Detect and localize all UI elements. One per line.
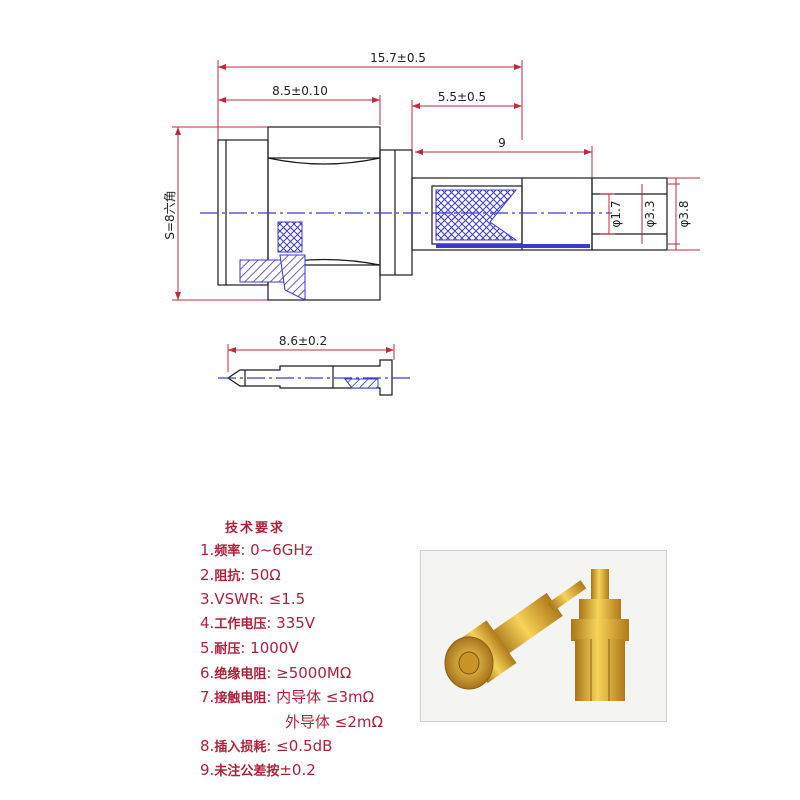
dim-crimp-offset: 5.5±0.5	[411, 90, 522, 180]
dim-crimp-length-label: 9	[498, 136, 506, 150]
dim-total-length-label: 15.7±0.5	[370, 51, 426, 65]
spec-item: 9.未注公差按±0.2	[200, 761, 316, 780]
dim-crimp-offset-label: 5.5±0.5	[438, 90, 486, 104]
insulator-section	[277, 221, 303, 253]
dim-inner-diameter-label: φ1.7	[609, 201, 623, 228]
dim-body-length: 8.5±0.10	[218, 84, 381, 125]
dim-pin-length-label: 8.6±0.2	[279, 334, 327, 348]
spec-item: 2.阻抗: 50Ω	[200, 565, 281, 584]
spec-item: 7.接触电阻: 内导体 ≤3mΩ	[200, 688, 375, 707]
spec-list: 1.频率: 0~6GHz 2.阻抗: 50Ω 3.VSWR: ≤1.5 4.工作…	[200, 539, 383, 784]
technical-drawing: 15.7±0.5 8.5±0.10 5.5±0.5 9 S=8六角	[163, 51, 700, 396]
spec-title: 技术要求	[225, 521, 286, 536]
dim-pin-length: 8.6±0.2	[227, 334, 395, 372]
connector-photo-illustration	[444, 569, 629, 701]
dim-hex-size-label: S=8六角	[163, 190, 177, 239]
nut-section	[279, 254, 306, 301]
spec-item: 1.频率: 0~6GHz	[200, 541, 313, 559]
dim-body-length-label: 8.5±0.10	[272, 84, 328, 98]
dim-diameters: φ1.7 φ3.3 φ3.8	[600, 177, 700, 251]
spec-item: 4.工作电压: 335V	[200, 614, 316, 633]
braid-section	[435, 189, 518, 241]
dim-crimp-length: 9	[415, 136, 593, 178]
spec-item: 5.耐压: 1000V	[200, 638, 299, 657]
dim-hex-size: S=8六角	[163, 126, 270, 301]
spec-item: 3.VSWR: ≤1.5	[200, 590, 306, 609]
spec-item: 6.绝缘电阻: ≥5000MΩ	[200, 663, 352, 682]
dim-outer-diameter-label: φ3.8	[677, 201, 691, 228]
dim-mid-diameter-label: φ3.3	[643, 201, 657, 228]
spec-item: 8.插入损耗: ≤0.5dB	[200, 736, 333, 755]
spec-item-sub: 外导体 ≤2mΩ	[285, 712, 383, 731]
product-photo	[420, 550, 667, 722]
